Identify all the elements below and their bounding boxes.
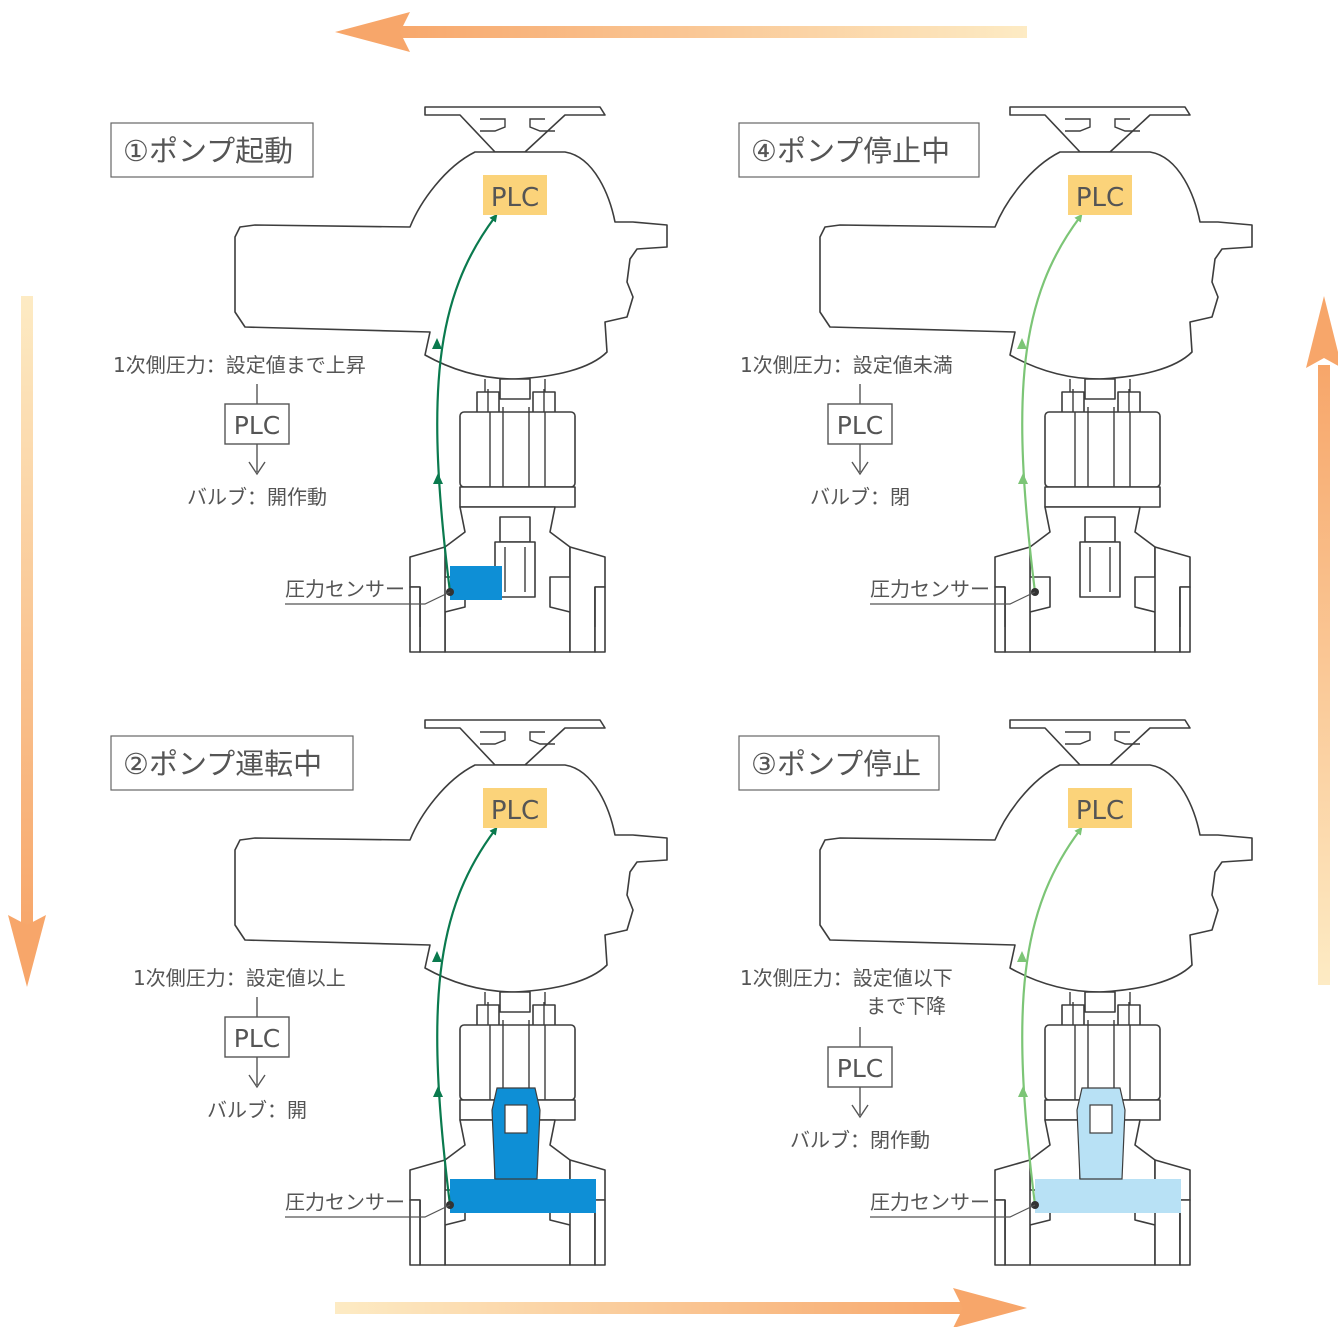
plc-badge — [483, 788, 547, 828]
flow-down-arrow — [851, 1087, 869, 1119]
signal-arrowhead — [432, 338, 442, 349]
pressure-status: 1次側圧力：設定値以上 — [133, 966, 346, 990]
flow-arrow-bottom — [335, 1288, 1027, 1327]
flow-arrow-left — [8, 296, 46, 987]
flow-arrow-right — [1306, 296, 1338, 985]
plc-badge-label: PLC — [1076, 796, 1124, 826]
plc-badge-label: PLC — [1076, 183, 1124, 213]
flow-down-arrow — [248, 1057, 266, 1089]
panel-title: ②ポンプ運転中 — [123, 747, 322, 781]
panel-title: ③ポンプ停止 — [751, 747, 921, 781]
sensor-label: 圧力センサー — [870, 1190, 990, 1214]
signal-arrowhead — [1017, 951, 1027, 962]
signal-line — [1021, 826, 1083, 1206]
signal-arrowhead — [433, 1086, 443, 1097]
plc-box-label: PLC — [234, 411, 280, 440]
valve-state: バルブ：開 — [207, 1098, 307, 1122]
valve-plug — [504, 1104, 528, 1134]
signal-line — [436, 213, 498, 593]
fluid-pipe — [1035, 1179, 1181, 1213]
valve-state: バルブ：開作動 — [187, 485, 327, 509]
signal-arrowhead — [1018, 473, 1028, 484]
flow-down-arrow — [851, 444, 869, 476]
fluid-inlet — [450, 566, 502, 600]
pressure-status: 1次側圧力：設定値以下 — [740, 966, 953, 990]
panel-title-box — [110, 122, 314, 178]
signal-line — [436, 826, 498, 1206]
plc-box-label: PLC — [837, 1054, 883, 1083]
signal-arrowhead — [1018, 1086, 1028, 1097]
valve-state: バルブ：閉 — [810, 485, 910, 509]
plc-box — [224, 403, 290, 445]
pressure-status-cont: まで下降 — [866, 994, 946, 1018]
sensor-leader-line — [870, 591, 1036, 605]
sensor-label: 圧力センサー — [285, 1190, 405, 1214]
valve-state: バルブ：閉作動 — [790, 1128, 930, 1152]
plc-box — [224, 1016, 290, 1058]
sensor-label: 圧力センサー — [285, 577, 405, 601]
flow-arrow-top — [335, 12, 1027, 52]
plc-badge-label: PLC — [491, 183, 539, 213]
signal-arrowhead — [1017, 338, 1027, 349]
plc-badge — [1068, 175, 1132, 215]
signal-arrowhead — [432, 951, 442, 962]
panels: PLC①ポンプ起動1次側圧力：設定値まで上昇PLCバルブ：開作動圧力センサーPL… — [110, 106, 1253, 1266]
plc-box-label: PLC — [234, 1024, 280, 1053]
panel-title-box — [110, 735, 354, 791]
sensor-leader-line — [870, 1204, 1036, 1218]
pressure-status: 1次側圧力：設定値まで上昇 — [113, 353, 366, 377]
signal-line — [1021, 213, 1083, 593]
sensor-label: 圧力センサー — [870, 577, 990, 601]
pressure-status: 1次側圧力：設定値未満 — [740, 353, 953, 377]
sensor-leader-line — [285, 591, 451, 605]
valve-plug — [1089, 1104, 1113, 1134]
plc-box-label: PLC — [837, 411, 883, 440]
panel-title: ①ポンプ起動 — [123, 134, 293, 168]
plc-badge — [483, 175, 547, 215]
sensor-leader-line — [285, 1204, 451, 1218]
plc-badge — [1068, 788, 1132, 828]
panel-title-box — [738, 122, 980, 178]
valve-actuator-drawing — [819, 106, 1253, 653]
flow-down-arrow — [248, 444, 266, 476]
plc-box — [827, 403, 893, 445]
signal-arrowhead — [433, 473, 443, 484]
plc-badge-label: PLC — [491, 796, 539, 826]
fluid-pipe — [450, 1179, 596, 1213]
panel-title-box — [738, 735, 940, 791]
panel-title: ④ポンプ停止中 — [751, 134, 950, 168]
